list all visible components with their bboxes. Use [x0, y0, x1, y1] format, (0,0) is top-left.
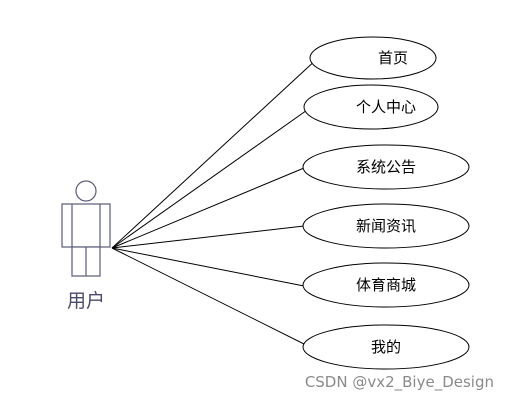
- use-case-label: 系统公告: [356, 158, 416, 176]
- stick-figure-icon: [61, 180, 111, 277]
- use-case-3: 系统公告: [302, 144, 470, 190]
- use-case-label: 个人中心: [356, 98, 416, 116]
- use-case-1: 首页: [309, 36, 437, 80]
- use-case-label: 体育商城: [356, 276, 416, 294]
- use-case-2: 个人中心: [303, 84, 439, 130]
- association-lines: [111, 57, 319, 347]
- association-line-4: [111, 225, 305, 249]
- actor: 用户: [61, 180, 111, 312]
- use-case-label: 新闻资讯: [356, 217, 416, 235]
- association-line-3: [111, 167, 305, 249]
- use-case-6: 我的: [302, 324, 470, 370]
- association-line-5: [111, 247, 305, 287]
- use-case-4: 新闻资讯: [302, 203, 470, 249]
- association-line-1: [111, 57, 319, 249]
- association-line-6: [111, 247, 309, 347]
- use-case-5: 体育商城: [302, 262, 470, 308]
- use-case-label: 我的: [371, 338, 401, 356]
- association-line-2: [111, 107, 311, 249]
- use-case-label: 首页: [378, 49, 408, 67]
- watermark: CSDN @vx2_Biye_Design: [304, 373, 494, 391]
- actor-label: 用户: [67, 290, 105, 312]
